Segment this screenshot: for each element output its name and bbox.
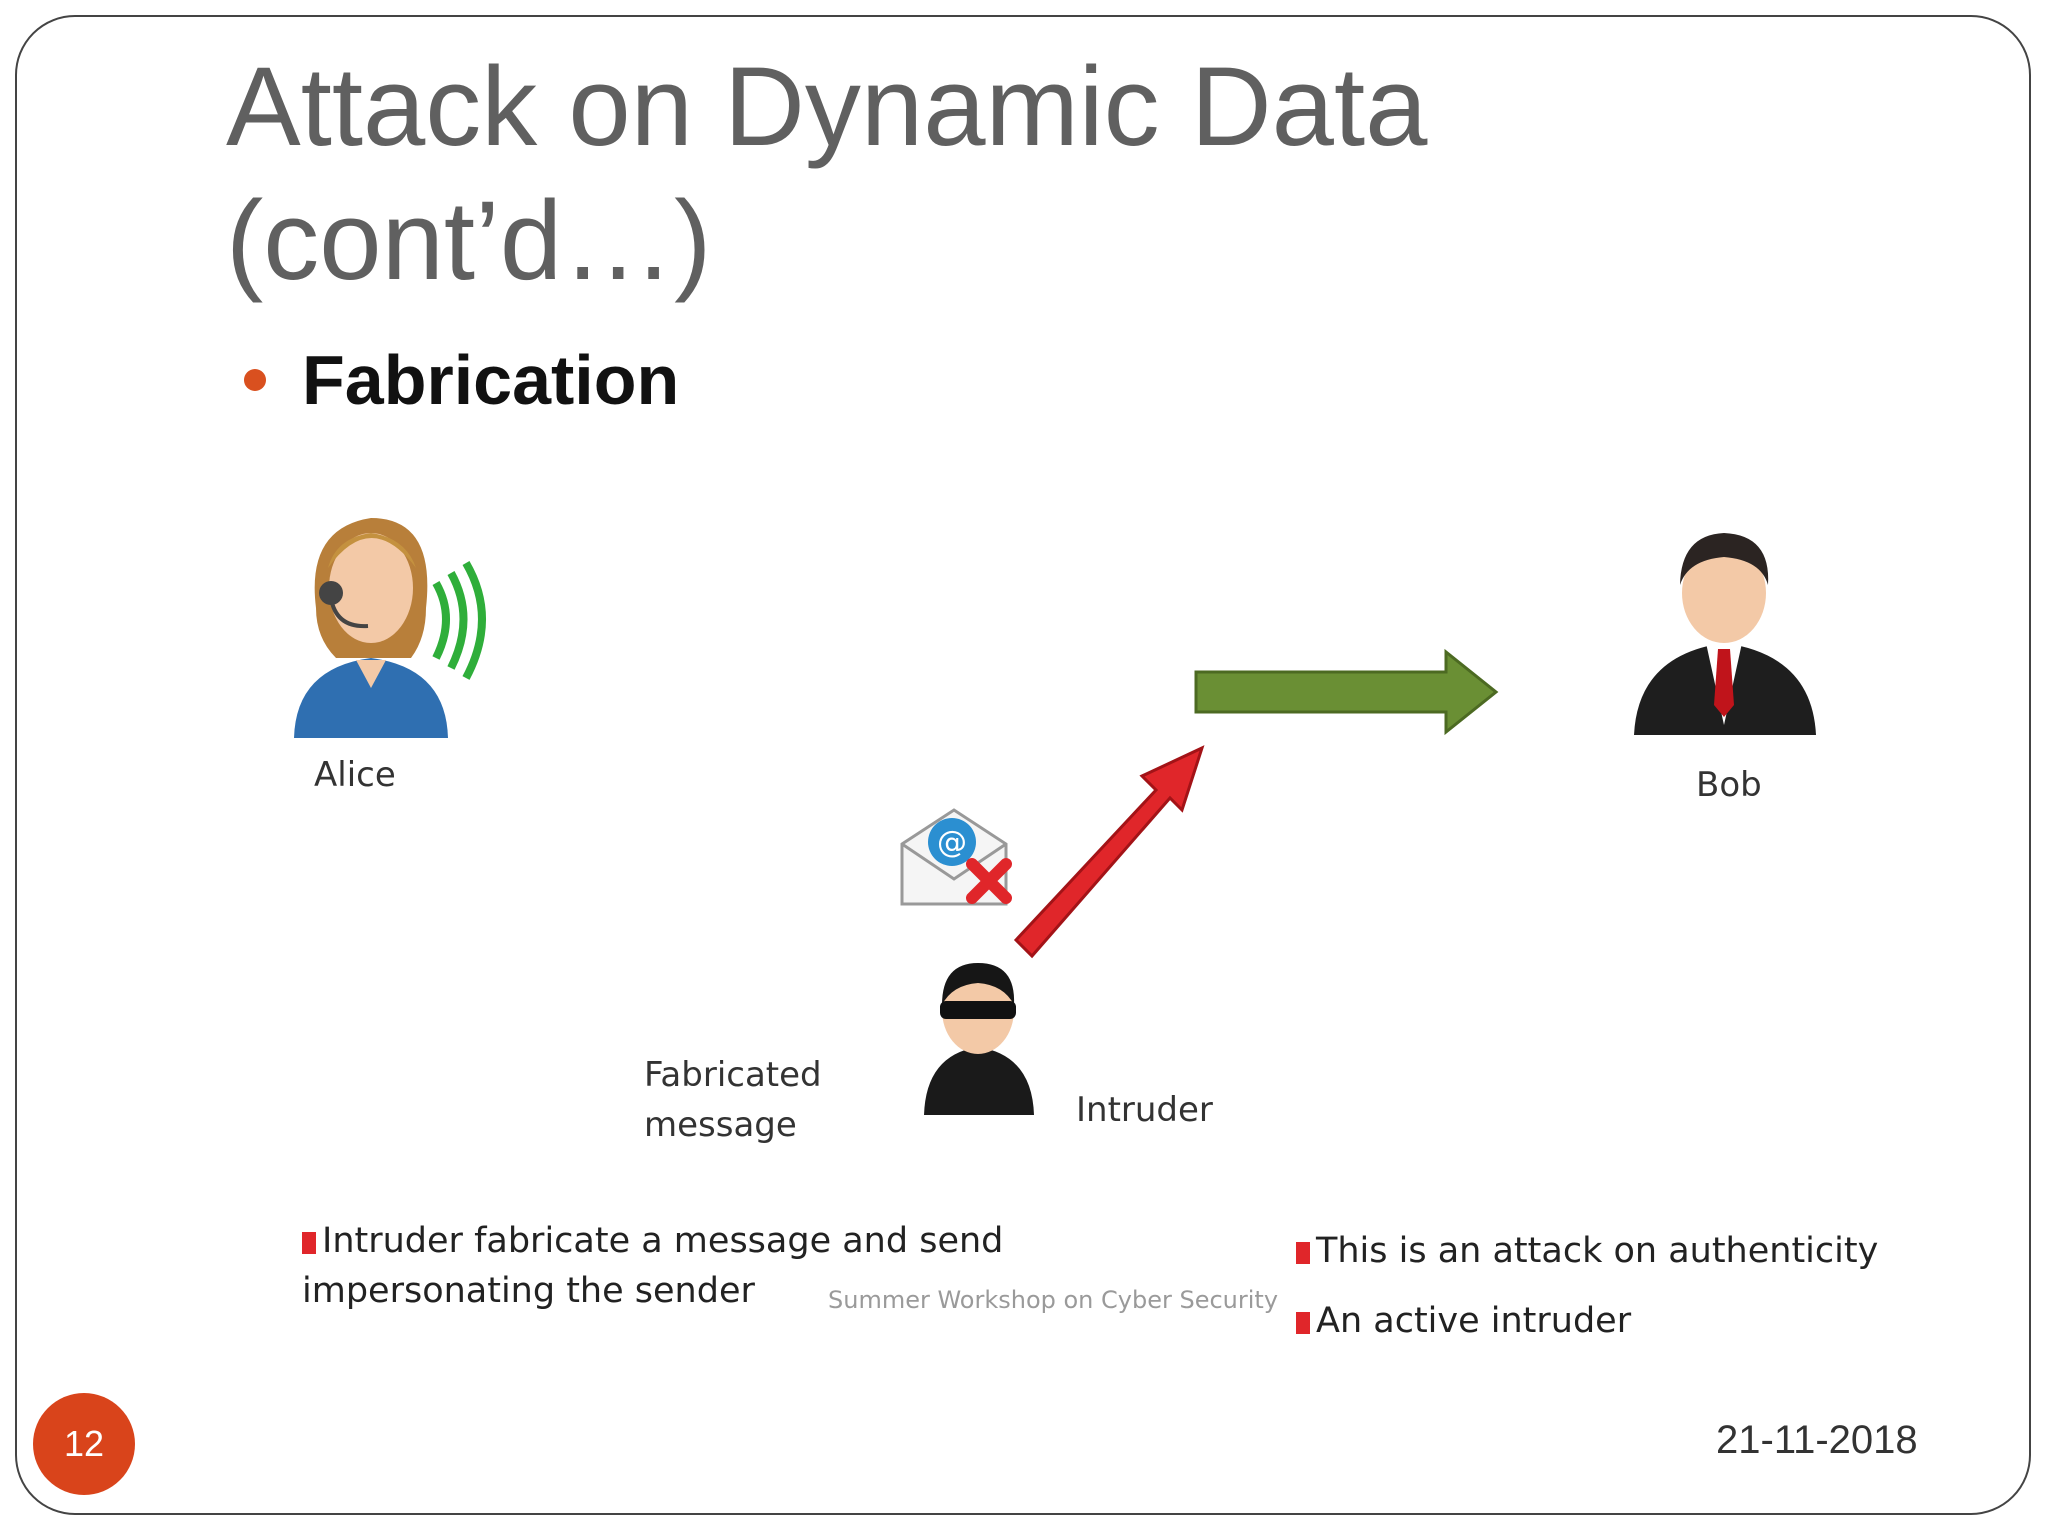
bullet-text: Fabrication [302, 341, 680, 419]
bullet-square-icon [302, 1232, 316, 1254]
message-label-line-1: Fabricated [644, 1055, 822, 1095]
slide-date: 21-11-2018 [1716, 1418, 1918, 1462]
page-number-badge: 12 [33, 1393, 135, 1495]
bob-icon [1634, 533, 1816, 735]
bullet-square-icon [1296, 1242, 1310, 1264]
bullet-item: Fabrication [244, 340, 679, 420]
slide-title: Attack on Dynamic Data (cont’d…) [226, 40, 1826, 308]
message-label: Fabricated message [644, 1050, 822, 1150]
title-line-1: Attack on Dynamic Data [226, 44, 1428, 169]
alice-label: Alice [314, 755, 396, 795]
footer-source: Summer Workshop on Cyber Security [828, 1286, 1279, 1314]
slide-frame [15, 15, 2031, 1515]
bullet-square-icon [1296, 1312, 1310, 1334]
note-right-2: An active intruder [1316, 1301, 1632, 1341]
note-left-line-2: impersonating the sender [302, 1271, 755, 1311]
intruder-icon [924, 963, 1034, 1115]
note-left-line-1: Intruder fabricate a message and send [322, 1221, 1004, 1261]
svg-text:@: @ [937, 825, 967, 860]
fabrication-diagram: Alice Bob @ Intruder Fabricated message … [226, 460, 2026, 1460]
message-label-line-2: message [644, 1105, 797, 1145]
alice-icon [294, 518, 486, 738]
note-left: Intruder fabricate a message and send im… [302, 1216, 1003, 1316]
title-line-2: (cont’d…) [226, 178, 712, 303]
attack-arrows [1013, 648, 1499, 959]
bullet-dot-icon [244, 369, 266, 391]
note-right: This is an attack on authenticity An act… [1296, 1216, 1878, 1356]
email-fabricated-icon: @ [900, 808, 1012, 906]
green-arrow-icon [1194, 648, 1499, 736]
bob-label: Bob [1696, 765, 1762, 805]
red-arrow-icon [1013, 745, 1205, 959]
note-right-1: This is an attack on authenticity [1316, 1231, 1879, 1271]
intruder-label: Intruder [1076, 1090, 1213, 1130]
